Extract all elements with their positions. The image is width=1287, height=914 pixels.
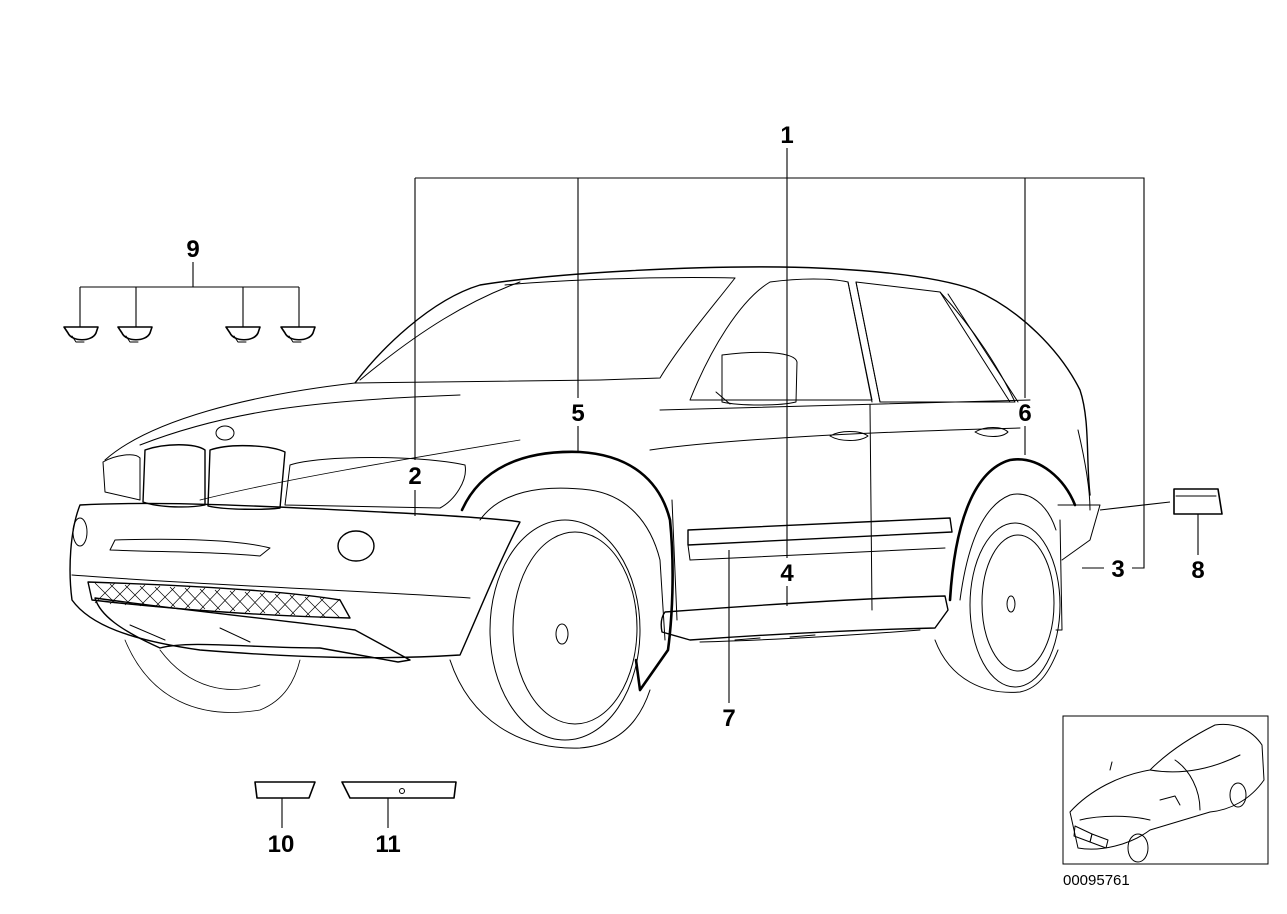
front-bumper xyxy=(69,502,521,663)
vehicle-thumbnail xyxy=(1062,715,1269,865)
front-wheel xyxy=(124,450,674,749)
leader-lines xyxy=(79,148,1199,828)
callout-8: 8 xyxy=(1191,557,1204,584)
callout-6: 6 xyxy=(1018,400,1031,427)
diagram-id: 00095761 xyxy=(1063,872,1130,889)
callout-11: 11 xyxy=(375,831,400,858)
callout-9: 9 xyxy=(186,236,199,263)
trim-part-8 xyxy=(1173,488,1223,515)
callout-10: 10 xyxy=(268,831,295,858)
trim-part-10 xyxy=(254,781,316,799)
callout-5: 5 xyxy=(571,400,584,427)
callout-7: 7 xyxy=(722,705,735,732)
trim-part-11 xyxy=(341,781,457,799)
side-skirt xyxy=(660,517,953,643)
callout-labels: 1 2 3 4 5 6 7 8 9 10 11 xyxy=(186,122,1204,858)
callout-1: 1 xyxy=(780,122,793,149)
rear-wheel xyxy=(934,458,1077,693)
callout-3: 3 xyxy=(1111,556,1124,583)
callout-4: 4 xyxy=(780,560,794,587)
clip-parts xyxy=(63,326,316,343)
vehicle-illustration xyxy=(102,266,1101,621)
callout-2: 2 xyxy=(408,463,421,490)
